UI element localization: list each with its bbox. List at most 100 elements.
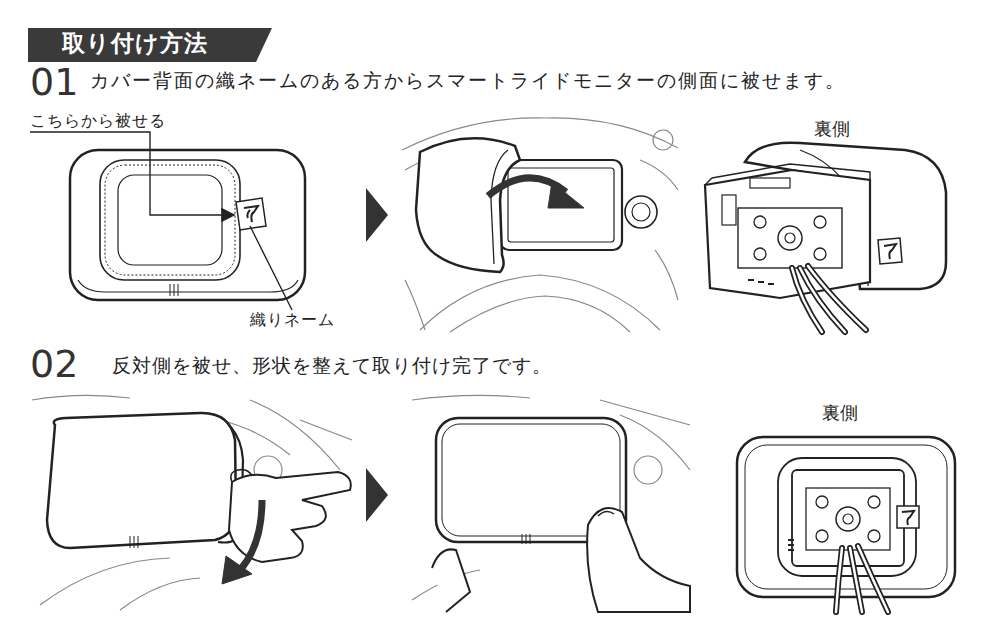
monitor-back xyxy=(843,514,853,524)
flat-cover xyxy=(105,165,235,275)
motorcycle-sketch xyxy=(32,395,352,610)
motorcycle-sketch xyxy=(620,415,690,470)
woven-tag xyxy=(884,244,896,259)
monitor-back xyxy=(705,164,870,298)
motorcycle-sketch xyxy=(653,130,673,150)
monitor-back xyxy=(785,233,795,243)
cover xyxy=(130,536,138,548)
cable xyxy=(836,546,888,612)
monitor-back xyxy=(788,540,794,550)
flat-cover xyxy=(170,284,178,296)
woven-tag xyxy=(878,238,902,264)
monitor-back xyxy=(816,496,828,508)
monitor xyxy=(625,196,657,228)
cover-back xyxy=(737,437,955,597)
monitor-back xyxy=(754,216,766,228)
motorcycle-sketch xyxy=(40,558,170,605)
woven-tag xyxy=(902,511,914,525)
step-text: 反対側を被せ、形状を整えて取り付け完了です。 xyxy=(112,354,552,377)
woven-tag xyxy=(236,198,266,230)
cable xyxy=(808,266,866,330)
step-arrow xyxy=(366,468,388,522)
fit-arrow xyxy=(548,182,584,208)
monitor-back xyxy=(778,226,802,250)
monitor-back xyxy=(814,216,826,228)
woven-tag xyxy=(244,206,258,222)
motorcycle-sketch xyxy=(655,250,678,300)
cable xyxy=(836,548,842,612)
monitor-back xyxy=(806,488,890,550)
monitor-back xyxy=(722,195,736,225)
fold-arrow xyxy=(222,500,262,584)
monitor-back xyxy=(754,248,766,260)
monitor xyxy=(500,160,622,250)
leader-line xyxy=(30,132,292,310)
leader-line xyxy=(250,226,292,310)
monitor-back xyxy=(816,530,828,542)
cable xyxy=(792,266,866,332)
monitor-back xyxy=(705,170,870,298)
cover-back xyxy=(737,437,955,597)
step-arrow xyxy=(366,188,388,242)
step-number: 01 xyxy=(30,60,78,106)
monitor xyxy=(632,203,650,221)
monitor-back xyxy=(868,530,880,542)
monitor-back xyxy=(748,280,774,284)
woven-tag xyxy=(897,506,919,528)
cover xyxy=(47,413,243,548)
callout-text: こちらから被せる xyxy=(30,111,166,130)
cable xyxy=(858,546,888,612)
step-arrow xyxy=(366,188,388,242)
cover xyxy=(47,413,236,548)
section-title: 取り付け方法 xyxy=(62,30,208,58)
monitor xyxy=(500,160,657,250)
woven-tag xyxy=(236,198,266,230)
hand xyxy=(229,470,351,562)
cable xyxy=(858,546,888,612)
step-text: カバー背面の織ネームのある方からスマートライドモニターの側面に被せます。 xyxy=(90,69,846,92)
motorcycle-sketch xyxy=(634,456,662,484)
motorcycle-sketch xyxy=(250,400,340,470)
cable xyxy=(836,548,842,612)
part-name: 織りネーム xyxy=(250,310,335,329)
monitor-back xyxy=(788,470,904,566)
hand xyxy=(598,511,614,516)
motorcycle-sketch xyxy=(450,296,630,332)
monitor-back xyxy=(836,507,860,531)
cover-back xyxy=(778,458,916,576)
motorcycle-sketch xyxy=(402,118,678,332)
motorcycle-sketch xyxy=(420,275,660,330)
woven-tag xyxy=(878,238,902,264)
step-arrow xyxy=(366,468,388,522)
motorcycle-sketch xyxy=(412,395,530,400)
hand xyxy=(587,508,690,612)
monitor-back xyxy=(750,178,790,188)
monitor-back xyxy=(814,248,826,260)
monitor-back xyxy=(738,208,842,268)
monitor-back xyxy=(868,496,880,508)
flat-cover xyxy=(78,280,298,292)
flat-cover xyxy=(100,160,240,280)
motorcycle-sketch xyxy=(32,395,130,400)
woven-tag xyxy=(897,506,919,528)
step-number: 02 xyxy=(30,342,78,388)
fold-arrow xyxy=(222,556,252,584)
title-banner xyxy=(28,28,272,62)
cover xyxy=(416,138,520,272)
flat-cover xyxy=(70,150,305,300)
motorcycle-sketch xyxy=(405,280,425,330)
view-label: 裏側 xyxy=(822,402,858,424)
cover xyxy=(491,150,508,264)
motorcycle-sketch xyxy=(120,578,200,610)
hand xyxy=(229,472,351,562)
motorcycle-sketch xyxy=(640,160,678,190)
title-banner xyxy=(28,28,272,62)
cover xyxy=(416,138,520,272)
cover xyxy=(522,534,530,544)
fold-arrow xyxy=(240,500,262,570)
flat-cover xyxy=(70,150,305,300)
flat-cover xyxy=(118,175,222,265)
hand xyxy=(432,508,690,612)
